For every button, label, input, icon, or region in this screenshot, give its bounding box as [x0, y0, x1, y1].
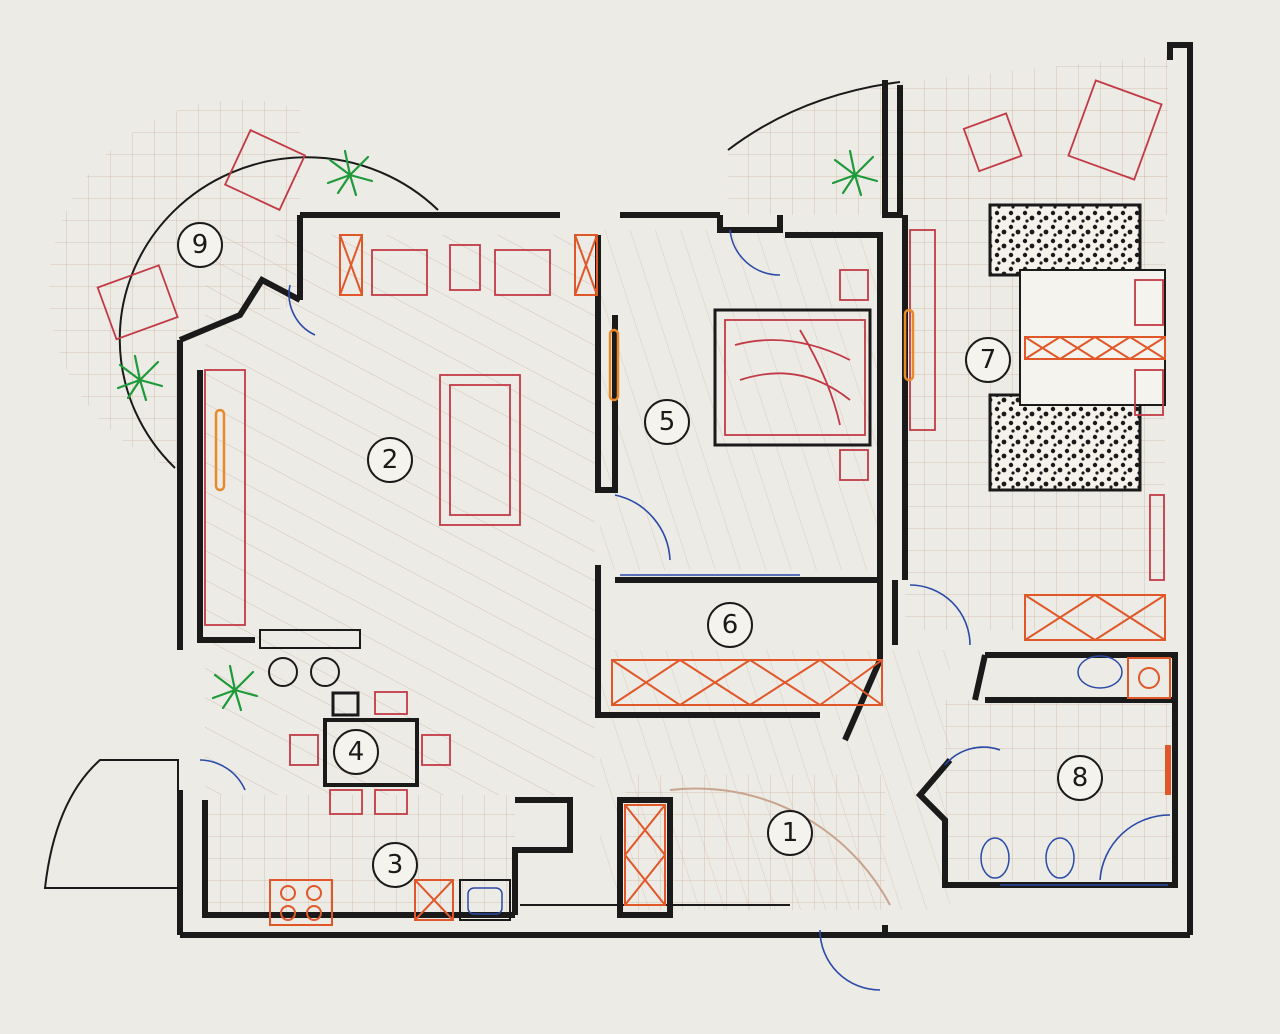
room-number: 4 [348, 737, 365, 767]
dining-furniture [268, 657, 451, 815]
room-number: 6 [722, 610, 739, 640]
bedroom-7-furniture [903, 79, 1166, 641]
room-number: 1 [782, 818, 799, 848]
room-number: 9 [192, 230, 209, 260]
living-room-furniture [204, 234, 598, 649]
bathroom-8-fixtures [980, 655, 1171, 879]
entry-closet [624, 804, 666, 906]
room-number: 8 [1072, 763, 1089, 793]
plants [116, 149, 879, 712]
room-number: 7 [980, 345, 997, 375]
room-label-6: 6 [707, 602, 753, 648]
balcony-bottom-left [43, 759, 179, 889]
room-label-3: 3 [372, 842, 418, 888]
room-label-5: 5 [644, 399, 690, 445]
room-label-1: 1 [767, 810, 813, 856]
room-label-4: 4 [333, 729, 379, 775]
room-number: 5 [659, 407, 676, 437]
room-number: 2 [382, 445, 399, 475]
kitchen-furniture [269, 879, 511, 926]
room-label-9: 9 [177, 222, 223, 268]
balcony-9-furniture [96, 128, 307, 341]
doors [199, 229, 1171, 991]
room-label-8: 8 [1057, 755, 1103, 801]
room-label-2: 2 [367, 437, 413, 483]
room-number: 3 [387, 850, 404, 880]
walls [177, 42, 1193, 938]
balcony-9 [48, 99, 439, 470]
bedroom-5-furniture [608, 269, 872, 481]
room-label-7: 7 [965, 337, 1011, 383]
storage-6 [611, 659, 883, 706]
